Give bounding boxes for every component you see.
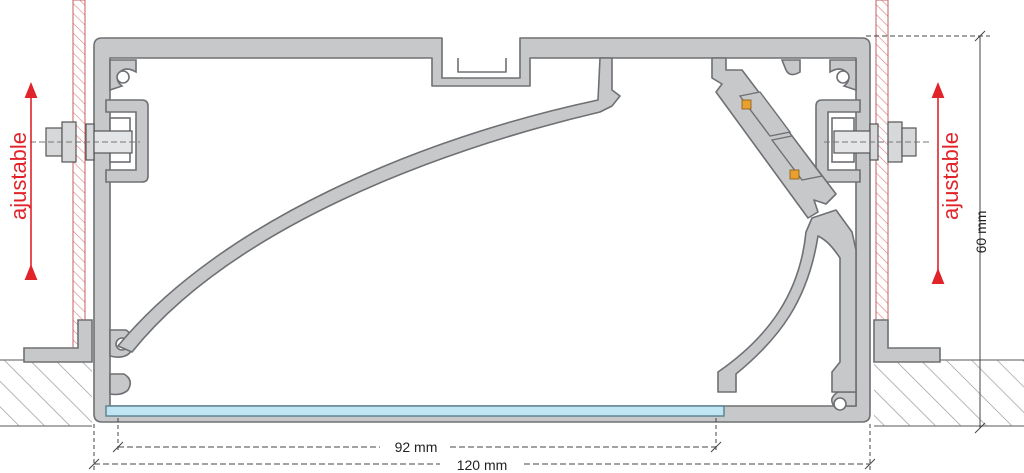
reflector-right [717,209,857,393]
plaster-board-left [72,0,86,349]
adjustable-label-right: ajustable [938,132,963,220]
bolt-right [824,121,930,163]
led-chips [741,99,800,180]
outer-width-label: 120 mm [457,457,508,473]
mounting-bracket-right [873,319,941,363]
outer-width-dimension [88,424,876,470]
inner-width-label: 92 mm [395,439,438,455]
height-dimension-label: 60 mm [973,211,989,254]
plaster-board-right [875,0,889,349]
led-strip [738,91,824,181]
bolt-left [30,121,140,163]
inner-width-dimension [112,418,722,453]
diffuser [105,405,725,417]
height-dimension [866,30,990,434]
reflector-left [117,57,621,353]
adjustable-label-left: ajustable [6,132,31,220]
mounting-bracket-left [23,319,93,363]
